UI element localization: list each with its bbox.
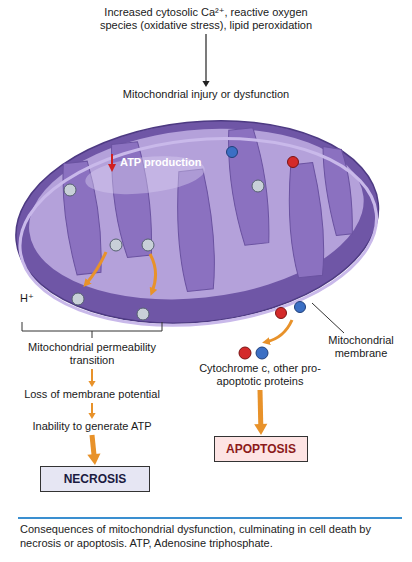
arrow-head xyxy=(88,381,95,387)
connector-arrow xyxy=(254,390,267,435)
arrow-head xyxy=(87,453,100,465)
arrow-head xyxy=(88,413,95,419)
connector-line xyxy=(91,369,93,382)
arrow-head xyxy=(254,424,267,435)
release-arrow xyxy=(266,320,292,342)
cause-text: Increased cytosolic Ca²⁺, reactive oxyge… xyxy=(95,6,317,32)
node-text: Cytochrome c, other pro-apoptotic protei… xyxy=(198,362,322,388)
node-text: Mitochondrial permeability transition xyxy=(16,341,168,367)
bracket xyxy=(22,322,162,338)
leader-line xyxy=(312,303,344,333)
part-label: ATP production xyxy=(120,156,240,169)
outcome-box: NECROSIS xyxy=(40,466,150,492)
caption: Consequences of mitochondrial dysfunctio… xyxy=(20,522,400,550)
release-arrow xyxy=(86,252,106,284)
connector-line xyxy=(92,435,94,456)
node-text: Loss of membrane potential xyxy=(16,388,168,401)
connector-line xyxy=(258,390,264,426)
node-text: NECROSIS xyxy=(64,473,127,486)
node-text: APOPTOSIS xyxy=(226,443,296,456)
node-text: Mitochondrial injury or dysfunction xyxy=(95,88,317,101)
caption-rule xyxy=(18,517,402,519)
part-label: Mitochondrial membrane xyxy=(316,334,406,360)
particles xyxy=(64,147,306,360)
step-text: Cytochrome c, other pro-apoptotic protei… xyxy=(198,362,322,388)
ion-label: H⁺ xyxy=(20,292,60,305)
state-text: Mitochondrial injury or dysfunction xyxy=(95,88,317,101)
connector-arrow xyxy=(87,435,100,465)
decrease-arrow xyxy=(111,154,113,168)
connector-line xyxy=(91,403,93,414)
connector-line xyxy=(205,34,206,82)
connector-arrow xyxy=(202,34,209,87)
outcome-box: APOPTOSIS xyxy=(214,436,308,462)
node-text: Inability to generate ATP xyxy=(16,420,168,433)
release-arrow xyxy=(150,254,156,292)
mitochondrion-body xyxy=(6,104,389,343)
step-text: Inability to generate ATP xyxy=(16,420,168,433)
arrow-head xyxy=(202,81,209,87)
node-text: Increased cytosolic Ca²⁺, reactive oxyge… xyxy=(95,6,317,32)
step-text: Loss of membrane potential xyxy=(16,388,168,401)
connector-arrow xyxy=(88,403,95,419)
connector-arrow xyxy=(88,369,95,387)
step-text: Mitochondrial permeability transition xyxy=(16,341,168,367)
